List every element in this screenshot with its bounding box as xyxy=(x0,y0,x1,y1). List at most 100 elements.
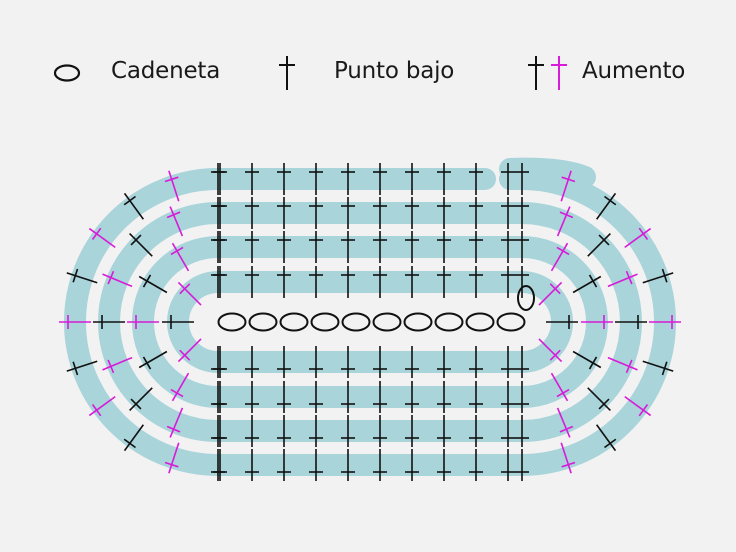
single-crochet-stitch-icon xyxy=(277,197,291,229)
increase-stitch-icon xyxy=(581,315,613,329)
single-crochet-stitch-icon xyxy=(211,346,225,378)
single-crochet-stitch-icon xyxy=(277,449,291,481)
increase-stitch-icon xyxy=(88,227,116,248)
round-band-tail xyxy=(499,157,596,188)
legend-increase: Aumento xyxy=(522,52,722,96)
single-crochet-stitch-icon xyxy=(405,381,419,413)
single-crochet-stitch-icon xyxy=(501,449,515,481)
chain-stitch-icon xyxy=(341,312,371,332)
single-crochet-stitch-icon xyxy=(515,197,529,229)
single-crochet-stitch-icon xyxy=(501,197,515,229)
single-crochet-stitch-icon xyxy=(437,231,451,263)
single-crochet-stitch-icon xyxy=(596,192,617,220)
chain-stitch-icon xyxy=(434,312,464,332)
single-crochet-stitch-icon xyxy=(469,163,483,195)
increase-stitch-icon xyxy=(177,281,202,306)
single-crochet-stitch-icon xyxy=(373,381,387,413)
increase-stitch-icon xyxy=(550,242,570,272)
increase-stitch-icon xyxy=(102,356,133,374)
single-crochet-stitch-icon xyxy=(469,231,483,263)
increase-stitch-icon xyxy=(624,396,652,417)
single-crochet-stitch-icon xyxy=(277,381,291,413)
increase-stitch-icon xyxy=(127,315,159,329)
single-crochet-stitch-icon xyxy=(93,315,125,329)
single-crochet-stitch-icon xyxy=(309,381,323,413)
single-crochet-stitch-icon xyxy=(341,381,355,413)
chain-stitch-icon xyxy=(496,312,526,332)
single-crochet-stitch-icon xyxy=(437,346,451,378)
legend-chain-label: Cadeneta xyxy=(111,58,221,84)
single-crochet-stitch-icon xyxy=(211,381,225,413)
legend-single-crochet-label: Punto bajo xyxy=(334,58,455,84)
chain-stitch-icon xyxy=(248,312,278,332)
single-crochet-stitch-icon xyxy=(572,350,602,370)
single-crochet-stitch-icon xyxy=(245,231,259,263)
increase-stitch-icon xyxy=(166,407,184,438)
increase-stitch-icon xyxy=(560,170,576,202)
legend-chain: Cadeneta xyxy=(48,52,248,96)
single-crochet-stitch-icon xyxy=(405,449,419,481)
single-crochet-stitch-icon xyxy=(469,266,483,298)
single-crochet-stitch-icon xyxy=(162,315,194,329)
single-crochet-stitch-icon xyxy=(245,415,259,447)
single-crochet-stitch-icon xyxy=(469,415,483,447)
single-crochet-stitch-icon xyxy=(341,231,355,263)
single-crochet-stitch-icon xyxy=(437,381,451,413)
single-crochet-stitch-icon xyxy=(341,449,355,481)
increase-stitch-icon xyxy=(164,442,180,474)
increase-stitch-icon xyxy=(170,242,190,272)
single-crochet-stitch-icon xyxy=(138,350,168,370)
increase-stitch-icon xyxy=(649,315,681,329)
increase-stitch-icon xyxy=(550,372,570,402)
single-crochet-stitch-icon xyxy=(642,360,674,376)
single-crochet-stitch-icon xyxy=(309,266,323,298)
single-crochet-stitch-icon xyxy=(123,192,144,220)
single-crochet-stitch-icon xyxy=(129,233,153,257)
foundation-chain-row xyxy=(217,285,535,332)
single-crochet-stitch-icon xyxy=(373,346,387,378)
legend: Cadeneta Punto bajo Aumento xyxy=(0,52,736,96)
increase-stitch-icon xyxy=(59,315,91,329)
single-crochet-stitch-icon xyxy=(405,163,419,195)
single-crochet-stitch-icon xyxy=(373,231,387,263)
single-crochet-stitch-icon xyxy=(211,415,225,447)
single-crochet-stitch-icon xyxy=(437,197,451,229)
single-crochet-stitch-icon xyxy=(245,266,259,298)
chain-stitch-icon xyxy=(403,312,433,332)
single-crochet-stitch-icon xyxy=(245,381,259,413)
stitch-symbols xyxy=(59,163,681,481)
single-crochet-stitch-icon xyxy=(501,163,515,195)
single-crochet-stitch-icon xyxy=(501,346,515,378)
round-band xyxy=(64,168,676,476)
single-crochet-stitch-icon xyxy=(138,274,168,294)
increase-stitch-icon xyxy=(538,281,563,306)
single-crochet-stitch-icon xyxy=(66,360,98,376)
single-crochet-stitch-icon xyxy=(211,231,225,263)
single-crochet-stitch-icon xyxy=(515,449,529,481)
single-crochet-stitch-icon xyxy=(373,163,387,195)
legend-single-crochet: Punto bajo xyxy=(272,52,472,96)
increase-stitch-icon xyxy=(556,206,574,237)
single-crochet-stitch-icon xyxy=(341,346,355,378)
single-crochet-stitch-icon xyxy=(437,163,451,195)
single-crochet-stitch-icon xyxy=(309,346,323,378)
increase-stitch-icon xyxy=(170,372,190,402)
single-crochet-stitch-icon xyxy=(373,266,387,298)
single-crochet-stitch-icon xyxy=(405,266,419,298)
single-crochet-stitch-icon xyxy=(309,197,323,229)
single-crochet-stitch-icon xyxy=(572,274,602,294)
single-crochet-stitch-icon xyxy=(405,415,419,447)
single-crochet-stitch-icon xyxy=(341,197,355,229)
single-crochet-stitch-icon xyxy=(515,346,529,378)
single-crochet-stitch-icon xyxy=(405,197,419,229)
single-crochet-stitch-icon xyxy=(515,231,529,263)
single-crochet-stitch-icon xyxy=(501,231,515,263)
single-crochet-stitch-icon xyxy=(211,449,225,481)
single-crochet-stitch-icon xyxy=(515,163,529,195)
single-crochet-stitch-icon xyxy=(341,163,355,195)
increase-symbol-icon xyxy=(528,56,567,90)
single-crochet-stitch-icon xyxy=(373,197,387,229)
single-crochet-stitch-icon xyxy=(405,231,419,263)
chain-stitch-icon xyxy=(372,312,402,332)
increase-stitch-icon xyxy=(102,270,133,288)
